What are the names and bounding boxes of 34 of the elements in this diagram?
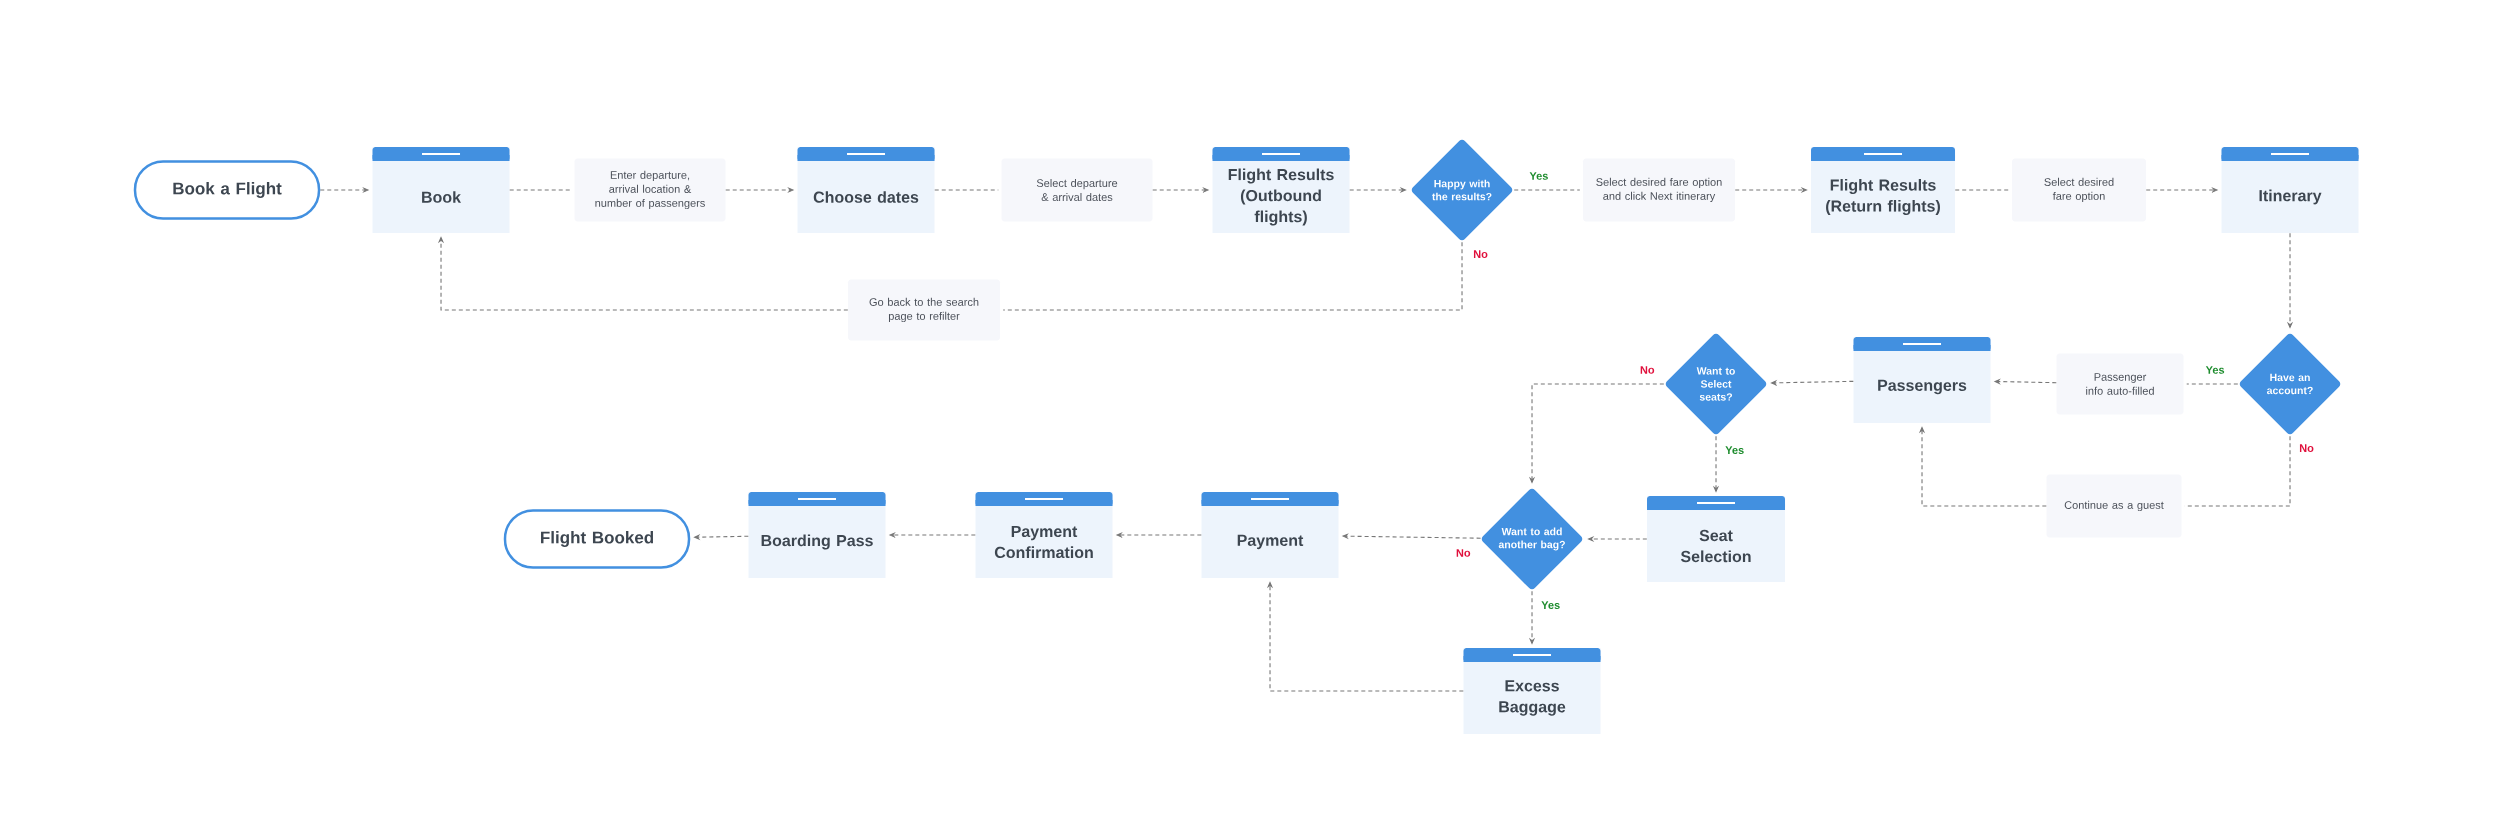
screen-box: Seat Selection	[1647, 496, 1785, 582]
action-note: Enter departure, arrival location & number of passengers	[574, 158, 726, 222]
screen-box: Boarding Pass	[748, 492, 886, 578]
connector-line	[934, 189, 999, 191]
connector-line	[1513, 189, 1581, 191]
action-note: Select desired fare option	[2012, 158, 2146, 222]
screen-box: Payment Confirmation	[975, 492, 1113, 578]
action-note: Continue as a guest	[2046, 474, 2182, 538]
terminal-pill: Flight Booked	[503, 509, 691, 569]
action-note: Passenger info auto-filled	[2056, 353, 2184, 415]
screen-box: Excess Baggage	[1463, 648, 1601, 734]
connector-line	[1002, 241, 1463, 311]
edge-label: Yes	[1528, 171, 1550, 181]
screen-box: Flight Results (Outbound flights)	[1212, 147, 1350, 233]
action-note: Select desired fare option and click Next itinerary	[1583, 158, 1735, 222]
screen-box: Choose dates	[797, 147, 935, 233]
screen-box: Flight Results (Return flights)	[1811, 147, 1955, 233]
edge-label: Yes	[1540, 600, 1562, 611]
action-note: Go back to the search page to refilter	[848, 279, 1000, 341]
screen-box: Payment	[1201, 492, 1339, 578]
connector-line	[1954, 189, 2010, 191]
connector-line	[509, 189, 572, 191]
edge-label: No	[1638, 365, 1656, 375]
terminal-pill: Book a Flight	[133, 160, 321, 220]
edge-label: No	[1454, 548, 1472, 558]
edge-label: Yes	[2204, 365, 2226, 375]
screen-box: Book	[372, 147, 510, 233]
screen-box: Passengers	[1853, 337, 1991, 423]
edge-label: No	[1472, 249, 1489, 260]
edge-label: No	[2298, 443, 2315, 454]
screen-box: Itinerary	[2221, 147, 2359, 233]
edge-label: Yes	[1724, 445, 1746, 456]
connector-line	[2186, 383, 2239, 385]
action-note: Select departure & arrival dates	[1001, 158, 1153, 222]
